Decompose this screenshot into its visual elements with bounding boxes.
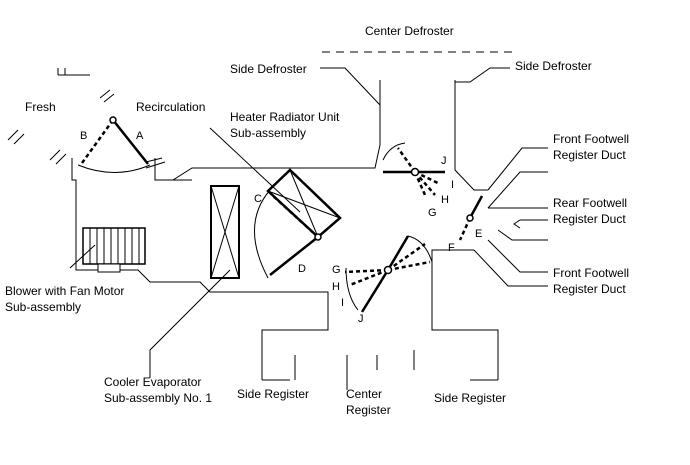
fresh-recirc-inlets [7,68,166,169]
damper-letter-c: C [254,193,262,205]
center-register-label-line2: Register [346,403,391,417]
heater-radiator [254,168,342,279]
footwell-ducts [473,147,548,287]
damper-letter-i-bot: I [341,297,344,309]
damper-letter-h-bot: H [332,281,340,293]
heater-label-line2: Sub-assembly [230,126,306,140]
blower-label-line1: Blower with Fan Motor [5,284,124,298]
damper-letter-j-bot: J [358,313,364,325]
damper-letter-a: A [136,130,144,142]
fresh-label: Fresh [25,100,56,114]
front-footwell-top-label-line2: Register Duct [553,148,626,162]
side-defroster-left-label: Side Defroster [230,62,307,76]
damper-letter-i-top: I [451,179,454,191]
damper-letter-e: E [475,228,482,240]
cooler-label-line1: Cooler Evaporator [104,375,201,389]
heater-label-line1: Heater Radiator Unit [230,110,340,124]
damper-letter-d: D [298,263,306,275]
damper-letter-h-top: H [441,194,449,206]
damper-letter-j-top: J [441,155,447,167]
side-defroster-right-label: Side Defroster [515,59,592,73]
damper-letter-g-bot: G [332,264,341,276]
damper-letter-g-top: G [428,207,437,219]
fresh-recirc-damper [77,116,151,173]
damper-letter-b: B [80,130,87,142]
front-footwell-bottom-label-line2: Register Duct [553,282,626,296]
front-footwell-bottom-label-line1: Front Footwell [553,266,629,280]
front-footwell-top-label-line1: Front Footwell [553,132,629,146]
cooler-evaporator [210,185,240,279]
rear-footwell-label-line2: Register Duct [553,212,626,226]
center-defroster-label: Center Defroster [365,24,454,38]
center-register-label-line1: Center [346,387,382,401]
defroster-damper [382,142,445,196]
foot-damper [458,195,484,241]
leader-lines [69,67,510,378]
recirculation-label: Recirculation [136,100,205,114]
side-register-left-label: Side Register [237,387,309,401]
cooler-label-line2: Sub-assembly No. 1 [104,391,212,405]
blower-label-line2: Sub-assembly [5,300,81,314]
damper-letter-f: F [448,242,455,254]
rear-footwell-label-line1: Rear Footwell [553,196,627,210]
side-register-right-label: Side Register [434,391,506,405]
vent-damper [344,235,433,313]
blower-fan-motor [82,227,146,273]
hvac-case-outline [71,80,499,390]
